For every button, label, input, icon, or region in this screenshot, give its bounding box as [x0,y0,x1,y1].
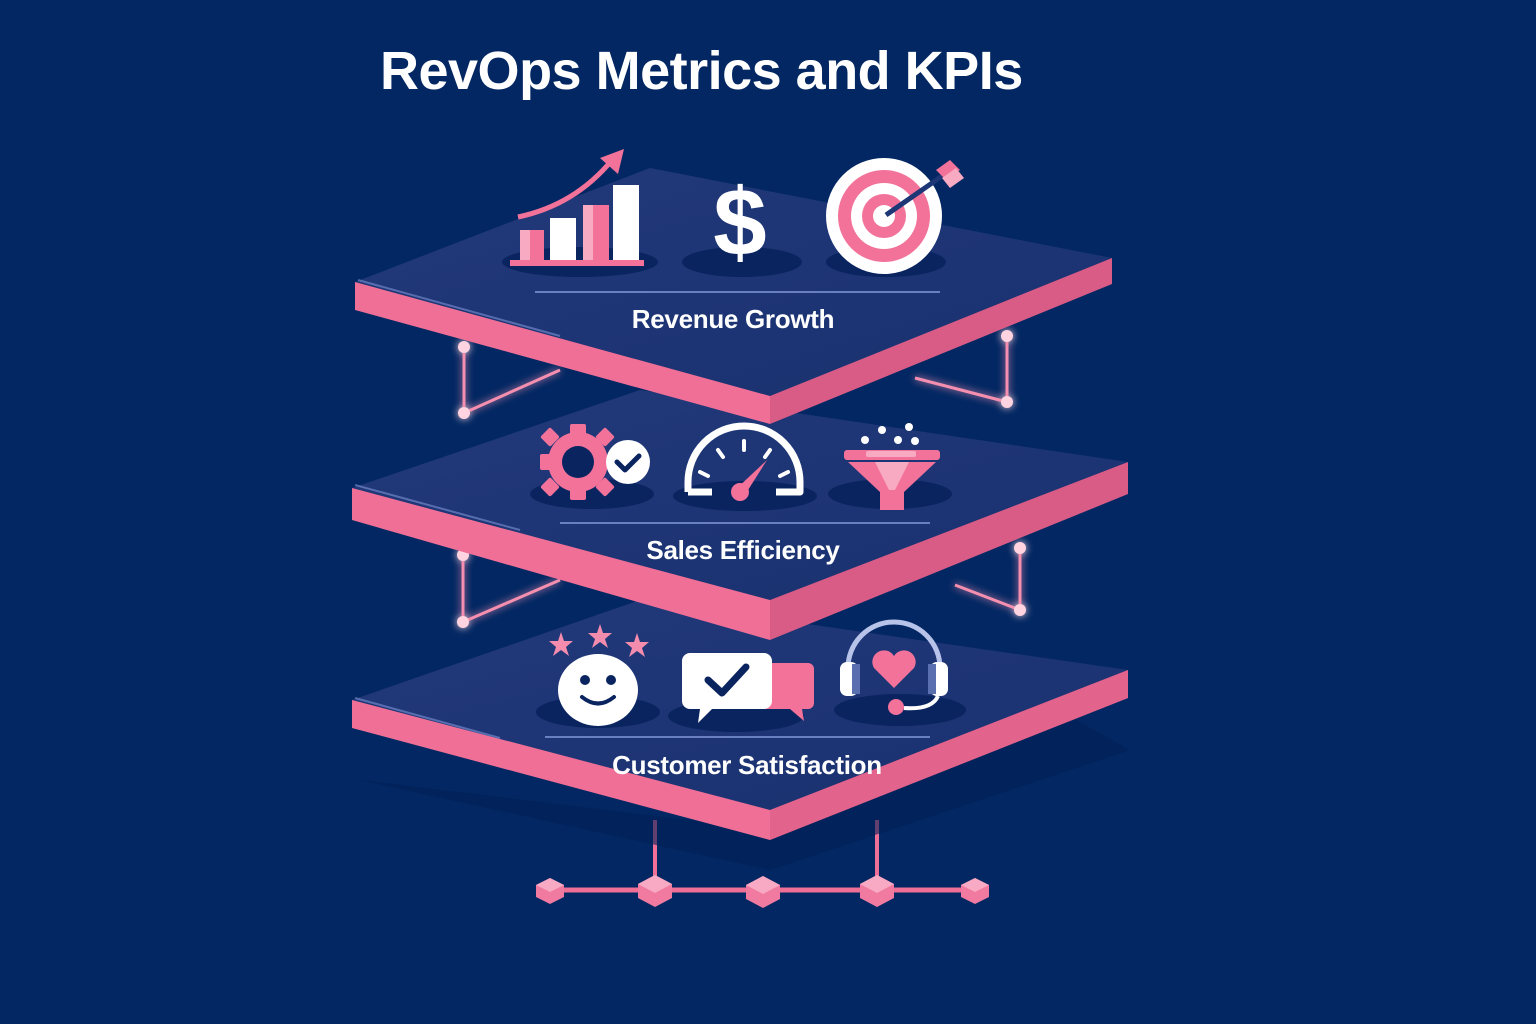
layer-connectors-2 [457,542,1026,628]
gear-check-icon [540,424,650,500]
target-arrow-icon [826,158,964,274]
funnel-icon [844,423,940,510]
network-node [536,878,564,904]
network-node [746,876,780,908]
svg-text:$: $ [713,169,766,276]
layer-label-revenue-growth: Revenue Growth [631,304,835,334]
smiley-stars-icon [549,624,649,726]
layer-sales-efficiency [352,390,1128,640]
speedometer-icon [684,422,804,501]
network-node [860,875,894,907]
layer-label-customer-satisfaction: Customer Satisfaction [612,750,882,780]
layer-revenue-growth: $ [355,149,1112,424]
network-node [638,875,672,907]
network-node [961,878,989,904]
page-title: RevOps Metrics and KPIs [380,41,1023,101]
growth-bar-chart-icon [510,149,644,266]
dollar-sign-icon: $ [713,169,766,276]
layer-label-sales-efficiency: Sales Efficiency [646,535,840,565]
chat-check-icon [682,653,814,723]
network-connectors [536,820,989,908]
layer-connectors-1 [458,330,1013,419]
layer-customer-satisfaction [352,600,1130,870]
headset-heart-icon [840,619,948,715]
